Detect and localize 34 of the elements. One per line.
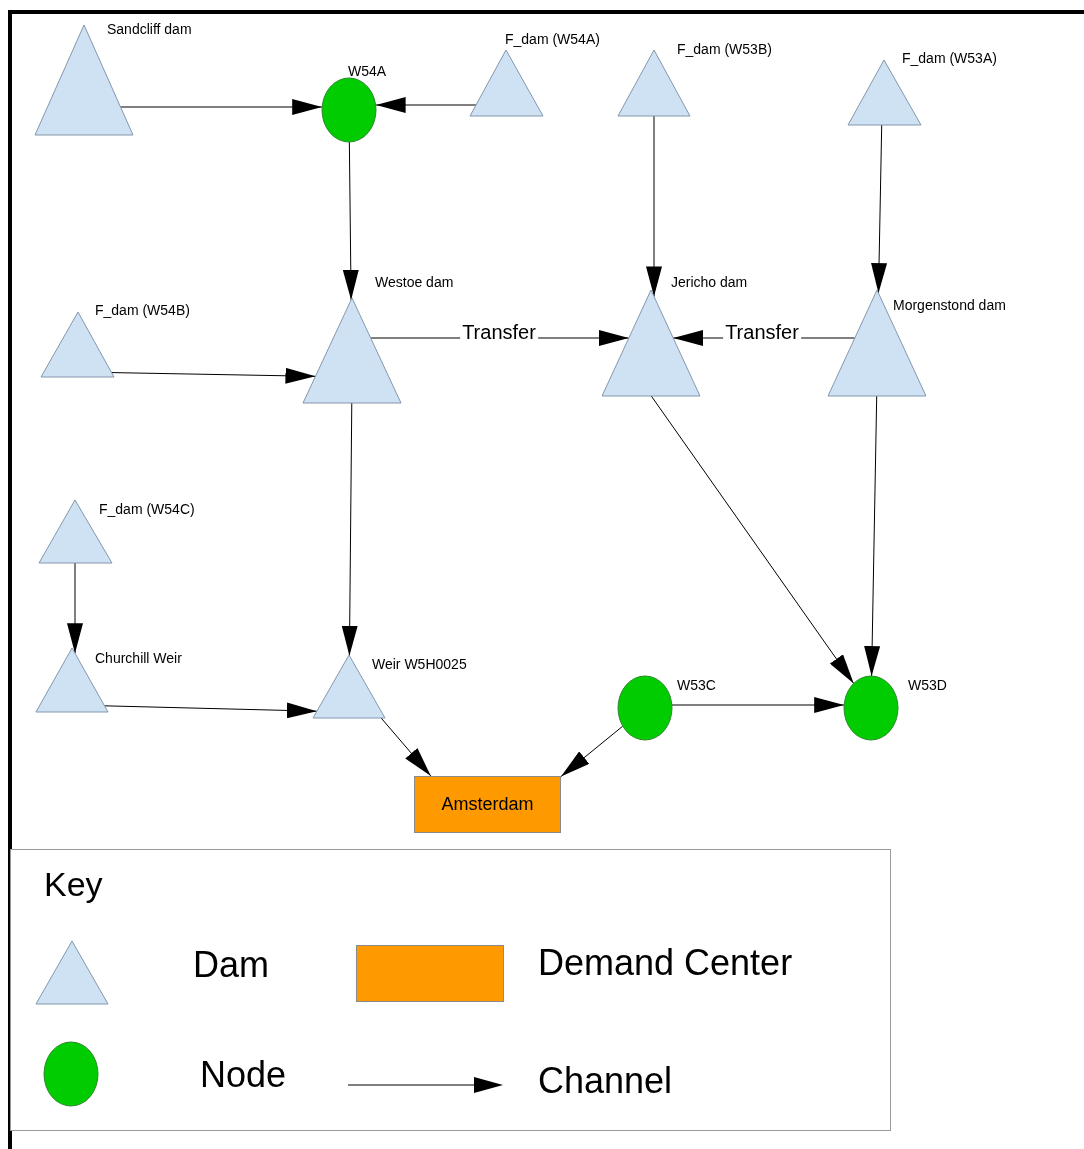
key-title: Key	[44, 864, 103, 904]
demand-center-box: Amsterdam	[414, 776, 561, 833]
channel-arrow	[650, 395, 855, 684]
channel-arrow	[342, 141, 359, 301]
node-label: Sandcliff dam	[107, 20, 192, 38]
legend-label: Dam	[193, 943, 269, 987]
node-label: W53C	[677, 676, 716, 694]
node-label: F_dam (W53B)	[677, 40, 772, 58]
node-label: W53D	[908, 676, 947, 694]
channel-arrow	[871, 124, 888, 294]
node-label: Jericho dam	[671, 273, 748, 291]
legend-label: Demand Center	[538, 941, 793, 985]
node-label: Morgenstond dam	[893, 296, 1006, 314]
channel-arrow	[104, 702, 318, 719]
channel-arrow	[560, 725, 624, 778]
channel-arrow	[864, 395, 881, 677]
node-label: Weir W5H0025	[372, 655, 467, 673]
legend-label: Node	[200, 1053, 287, 1097]
channel-arrow	[67, 562, 83, 654]
node-label: W54A	[348, 62, 387, 80]
node-label: F_dam (W54A)	[505, 30, 600, 48]
channel-arrow	[120, 99, 323, 115]
node-label: Churchill Weir	[95, 649, 182, 667]
legend-label: Channel	[538, 1059, 673, 1103]
node-label: F_dam (W53A)	[902, 49, 997, 67]
channel-arrow	[375, 97, 477, 113]
channel-arrow	[111, 367, 316, 384]
channel-arrow	[380, 717, 432, 777]
node-label: F_dam (W54B)	[95, 301, 190, 319]
channel-arrow	[671, 697, 845, 713]
channel-arrow	[341, 402, 358, 657]
channel-arrow	[646, 115, 662, 297]
node-label: F_dam (W54C)	[99, 500, 195, 518]
node-label: Westoe dam	[375, 273, 454, 291]
